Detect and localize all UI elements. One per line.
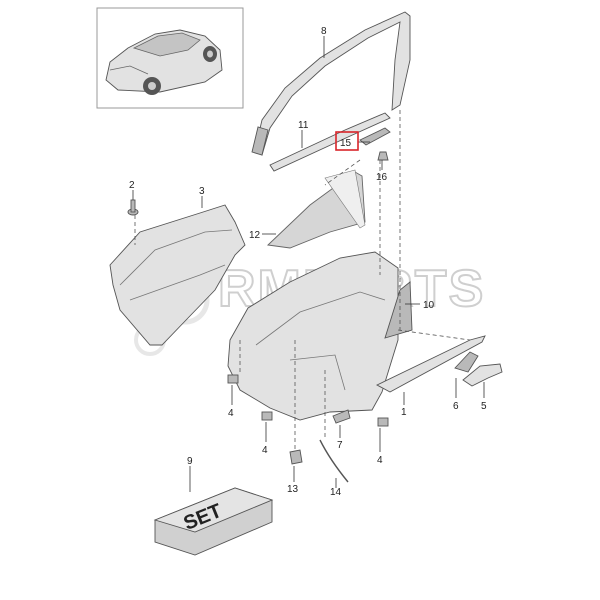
callout-5[interactable]: 5 (481, 401, 487, 412)
callout-4c[interactable]: 4 (377, 455, 383, 466)
leader-lines (132, 36, 485, 492)
part-13-bracket[interactable] (289, 449, 303, 465)
part-15-bracket[interactable] (359, 127, 391, 146)
callout-3[interactable]: 3 (199, 186, 205, 197)
highlight-box-part-15 (335, 131, 359, 151)
callout-7[interactable]: 7 (337, 440, 343, 451)
callout-11[interactable]: 11 (298, 120, 309, 131)
part-5-handle[interactable] (462, 363, 503, 387)
part-10-triangle-trim[interactable] (384, 281, 413, 339)
part-8-window-frame-trim[interactable] (251, 11, 411, 156)
part-9-set-box[interactable]: SET (153, 487, 274, 556)
callout-4a[interactable]: 4 (228, 408, 234, 419)
part-14-cable[interactable] (319, 439, 349, 483)
callout-4b[interactable]: 4 (262, 445, 268, 456)
part-4-clip-b[interactable] (261, 411, 273, 421)
callout-16[interactable]: 16 (376, 172, 388, 183)
part-1-armrest-strip[interactable] (376, 335, 486, 393)
callout-12[interactable]: 12 (249, 230, 261, 241)
callout-15[interactable]: 15 (340, 138, 352, 149)
callout-2[interactable]: 2 (129, 180, 135, 191)
assembly-lines (134, 110, 471, 452)
door-trim-panel[interactable] (227, 251, 399, 421)
callout-labels: 8 11 15 16 2 3 12 10 1 6 5 4 4 4 7 13 14… (129, 26, 487, 498)
part-11-window-seal[interactable] (269, 112, 391, 172)
part-4-clip-c[interactable] (377, 417, 389, 427)
callout-14[interactable]: 14 (330, 487, 342, 498)
vehicle-thumbnail (96, 7, 244, 109)
part-3-door-carrier[interactable] (109, 204, 246, 346)
callout-13[interactable]: 13 (287, 484, 299, 495)
callout-9[interactable]: 9 (187, 456, 193, 467)
part-6-trim-insert[interactable] (454, 351, 479, 373)
part-16-screw[interactable] (377, 151, 389, 161)
part-4-clip-a[interactable] (227, 374, 239, 384)
callout-6[interactable]: 6 (453, 401, 459, 412)
callout-1[interactable]: 1 (401, 407, 407, 418)
part-12-window-glass[interactable] (267, 169, 366, 249)
part-7-bracket[interactable] (332, 409, 351, 424)
callout-8[interactable]: 8 (321, 26, 327, 37)
callout-10[interactable]: 10 (423, 300, 435, 311)
part-2-clip[interactable] (127, 199, 139, 216)
